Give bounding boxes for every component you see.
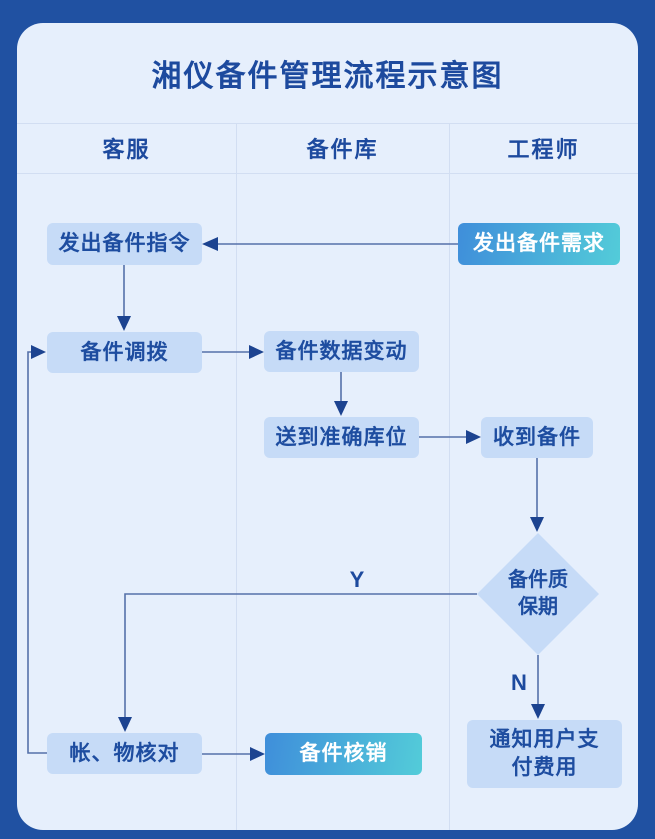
- column-divider-2: [449, 123, 450, 830]
- node-issue-parts-command: 发出备件指令: [47, 223, 202, 265]
- column-divider-1: [236, 123, 237, 830]
- node-parts-writeoff: 备件核销: [265, 733, 422, 775]
- node-parts-allocation: 备件调拨: [47, 332, 202, 373]
- header-divider: [17, 173, 638, 174]
- node-parts-data-change: 备件数据变动: [264, 331, 419, 372]
- node-receive-parts: 收到备件: [481, 417, 593, 458]
- node-issue-parts-demand: 发出备件需求: [458, 223, 620, 265]
- lane-header-spare-parts-warehouse: 备件库: [306, 137, 379, 162]
- node-notify-user-payment: 通知用户支付费用: [467, 720, 622, 788]
- lane-header-engineer: 工程师: [507, 137, 580, 162]
- lane-header-customer-service: 客服: [102, 137, 151, 162]
- diagram-title: 湘仪备件管理流程示意图: [151, 60, 504, 93]
- node-deliver-to-correct-location: 送到准确库位: [264, 417, 419, 458]
- title-divider: [17, 123, 638, 124]
- decision-label: 备件质保期: [508, 569, 568, 618]
- node-account-goods-check: 帐、物核对: [47, 733, 202, 774]
